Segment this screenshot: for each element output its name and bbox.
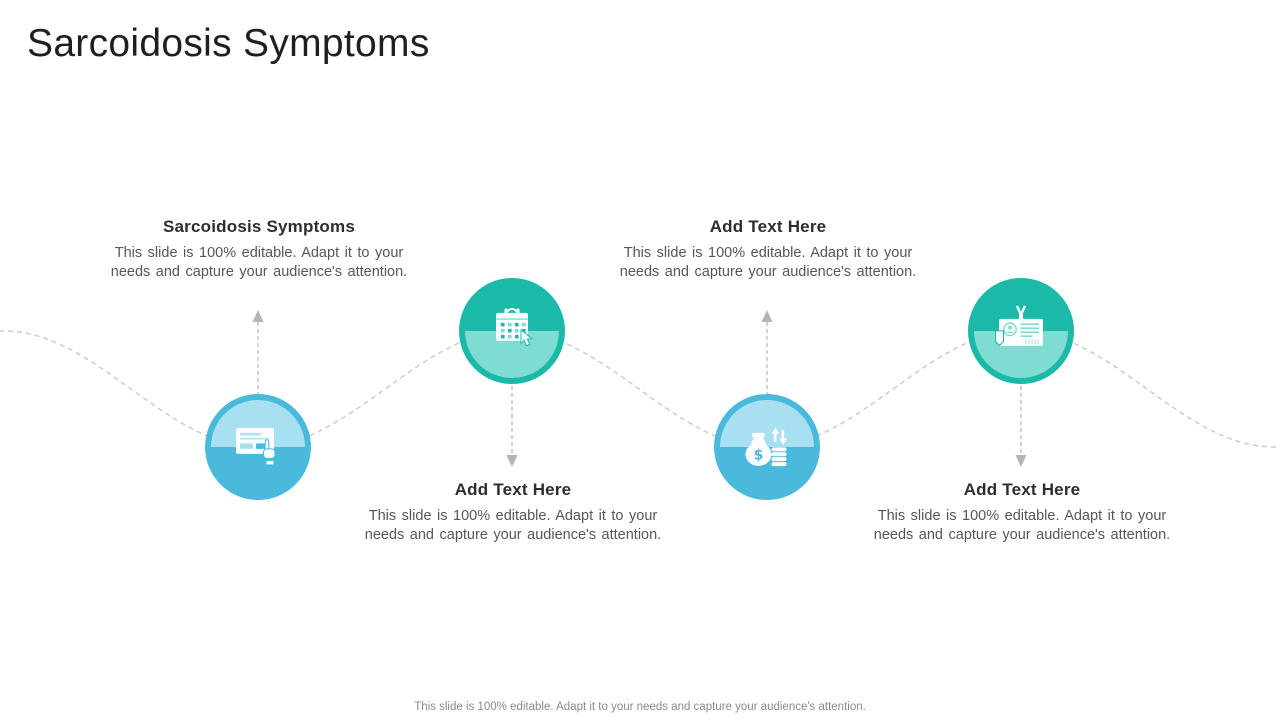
arrow-up-1 <box>252 310 264 396</box>
wave-dashed-line <box>0 330 1280 448</box>
money-bag-coins-icon: $ <box>745 427 787 467</box>
form-click-icon <box>236 427 276 466</box>
arrow-down-4 <box>1015 386 1027 467</box>
milestone-text-1: Sarcoidosis Symptoms This slide is 100% … <box>108 217 410 283</box>
milestone-text-2: Add Text Here This slide is 100% editabl… <box>362 480 664 546</box>
milestone-text-4: Add Text Here This slide is 100% editabl… <box>871 480 1173 546</box>
milestone-heading-4: Add Text Here <box>963 480 1081 499</box>
calendar-cursor-icon <box>496 307 534 347</box>
id-badge-icon <box>995 305 1043 347</box>
milestone-text-3: Add Text Here This slide is 100% editabl… <box>617 217 919 283</box>
arrow-up-3 <box>761 310 773 396</box>
milestone-node-3: $ <box>714 394 820 500</box>
milestone-body-2: This slide is 100% editable. Adapt it to… <box>364 508 662 544</box>
milestone-body-1: This slide is 100% editable. Adapt it to… <box>110 245 408 281</box>
milestone-node-2 <box>459 278 565 384</box>
milestone-node-1 <box>205 394 311 500</box>
slide-title: Sarcoidosis Symptoms <box>27 22 430 65</box>
milestone-node-4 <box>968 278 1074 384</box>
milestone-heading-3: Add Text Here <box>709 217 827 236</box>
milestone-heading-2: Add Text Here <box>454 480 572 499</box>
arrow-down-2 <box>506 386 518 467</box>
milestone-body-3: This slide is 100% editable. Adapt it to… <box>619 245 917 281</box>
milestone-heading-1: Sarcoidosis Symptoms <box>162 217 355 236</box>
svg-text:$: $ <box>754 447 764 463</box>
slide-footer-note: This slide is 100% editable. Adapt it to… <box>414 701 866 713</box>
milestone-body-4: This slide is 100% editable. Adapt it to… <box>873 508 1171 544</box>
